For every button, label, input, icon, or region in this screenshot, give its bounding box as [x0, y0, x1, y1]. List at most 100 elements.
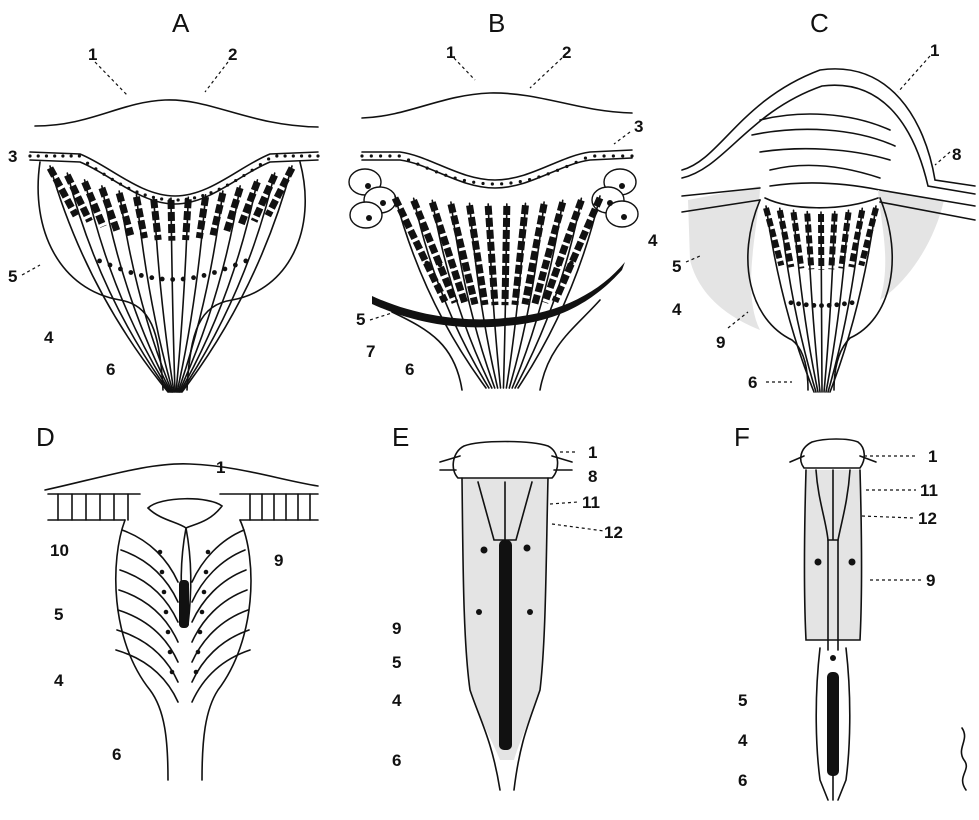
cell-nucleus — [160, 277, 165, 282]
panel-c-label-9: 9 — [716, 333, 725, 352]
epidermal-nucleus — [300, 154, 303, 157]
panel-c-label-4: 4 — [672, 300, 682, 319]
epidermal-nucleus — [160, 197, 163, 200]
epidermal-nucleus — [398, 154, 401, 157]
cell-nucleus — [149, 275, 154, 280]
panel-b-label-3: 3 — [634, 117, 643, 136]
cell-nucleus — [438, 262, 443, 267]
cell-nucleus — [160, 570, 165, 575]
panel-a-letter: A — [172, 8, 190, 38]
epidermal-nucleus — [86, 162, 89, 165]
epidermal-nucleus — [360, 154, 363, 157]
epidermal-nucleus — [426, 167, 429, 170]
epidermal-nucleus — [481, 182, 484, 185]
panel-b-pigment-layer — [372, 262, 625, 327]
epidermal-nucleus — [472, 181, 475, 184]
cell-nucleus — [198, 630, 203, 635]
panel-a-label-2: 2 — [228, 45, 237, 64]
epidermal-nucleus — [444, 174, 447, 177]
cell-nucleus — [789, 300, 794, 305]
panel-f-label-4: 4 — [738, 731, 748, 750]
cell-nucleus — [162, 590, 167, 595]
epidermal-nucleus — [209, 191, 212, 194]
epidermal-nucleus — [565, 165, 568, 168]
panel-a-cuticle — [35, 100, 318, 127]
cell-nucleus — [181, 277, 186, 282]
panel-b-label-2: 2 — [562, 43, 571, 62]
panel-c-label-5: 5 — [672, 257, 681, 276]
panel-d-body — [116, 520, 251, 780]
panel-c-label-6: 6 — [748, 373, 757, 392]
panel-e-label-5: 5 — [392, 653, 401, 672]
panel-a-photoreceptors — [28, 154, 319, 392]
panel-d-label-5: 5 — [54, 605, 63, 624]
panel-e-label-1: 1 — [588, 443, 597, 462]
epidermal-nucleus — [275, 154, 278, 157]
cell-nucleus — [477, 266, 482, 271]
panel-b-epidermis — [362, 150, 632, 180]
epidermal-nucleus — [621, 154, 624, 157]
cell-fiber — [192, 630, 249, 682]
epidermal-nucleus — [53, 154, 56, 157]
panel-f-label-1: 1 — [928, 447, 937, 466]
rhabdomere — [213, 193, 223, 235]
panel-c: C 1 8 5 4 9 6 — [672, 8, 975, 392]
cell-nucleus — [490, 266, 495, 271]
panel-c-letter: C — [810, 8, 829, 38]
cell-nucleus — [842, 301, 847, 306]
epidermal-nucleus — [500, 182, 503, 185]
epidermal-nucleus — [177, 198, 180, 201]
panel-f-label-9: 9 — [926, 571, 935, 590]
epidermal-nucleus — [234, 179, 237, 182]
epidermal-nucleus — [584, 157, 587, 160]
panel-b-cuticle — [362, 93, 632, 118]
panel-a-label-4: 4 — [44, 328, 54, 347]
cell-nucleus — [196, 650, 201, 655]
epidermal-nucleus — [416, 163, 419, 166]
panel-f-label-11: 11 — [920, 481, 938, 500]
epidermal-nucleus — [226, 184, 229, 187]
epidermal-nucleus — [168, 198, 171, 201]
cell-nucleus — [158, 550, 163, 555]
epidermal-nucleus — [102, 173, 105, 176]
cell-fiber — [192, 650, 250, 702]
rhabdomere — [488, 206, 495, 305]
cell-nucleus — [170, 277, 175, 282]
epidermal-nucleus — [218, 188, 221, 191]
epidermal-nucleus — [201, 194, 204, 197]
panel-f-label-6: 6 — [738, 771, 747, 790]
epidermal-nucleus — [556, 169, 559, 172]
cell-nucleus — [819, 303, 824, 308]
cell-nucleus — [223, 267, 228, 272]
cell-nucleus — [97, 259, 102, 264]
panel-b-label-6: 6 — [405, 360, 414, 379]
cell-nucleus — [170, 670, 175, 675]
panel-e-letter: E — [392, 422, 409, 452]
cell-nucleus — [530, 265, 535, 270]
panel-d-label-6: 6 — [112, 745, 121, 764]
epidermal-nucleus — [119, 182, 122, 185]
cell-nucleus — [464, 265, 469, 270]
panel-e-label-4: 4 — [392, 691, 402, 710]
panel-e-label-8: 8 — [588, 467, 597, 486]
epidermal-nucleus — [602, 154, 605, 157]
epidermal-nucleus — [537, 175, 540, 178]
panel-e: E 1 8 11 12 9 5 4 6 — [392, 422, 623, 790]
epidermal-nucleus — [454, 177, 457, 180]
cell-nucleus — [424, 261, 429, 266]
epidermal-nucleus — [61, 154, 64, 157]
panel-a: A 1 2 3 5 4 6 — [8, 8, 320, 392]
epidermal-nucleus — [612, 154, 615, 157]
epidermal-nucleus — [316, 154, 319, 157]
panel-d-letter: D — [36, 422, 55, 452]
cell-nucleus — [834, 302, 839, 307]
epidermal-nucleus — [135, 190, 138, 193]
cell-nucleus — [503, 266, 508, 271]
epidermal-nucleus — [575, 161, 578, 164]
epidermal-nucleus — [242, 174, 245, 177]
panel-f-letter: F — [734, 422, 750, 452]
epidermal-nucleus — [292, 154, 295, 157]
panel-c-photoreceptors — [766, 206, 876, 392]
epidermal-nucleus — [70, 154, 73, 157]
panel-f-cornea — [801, 439, 865, 468]
